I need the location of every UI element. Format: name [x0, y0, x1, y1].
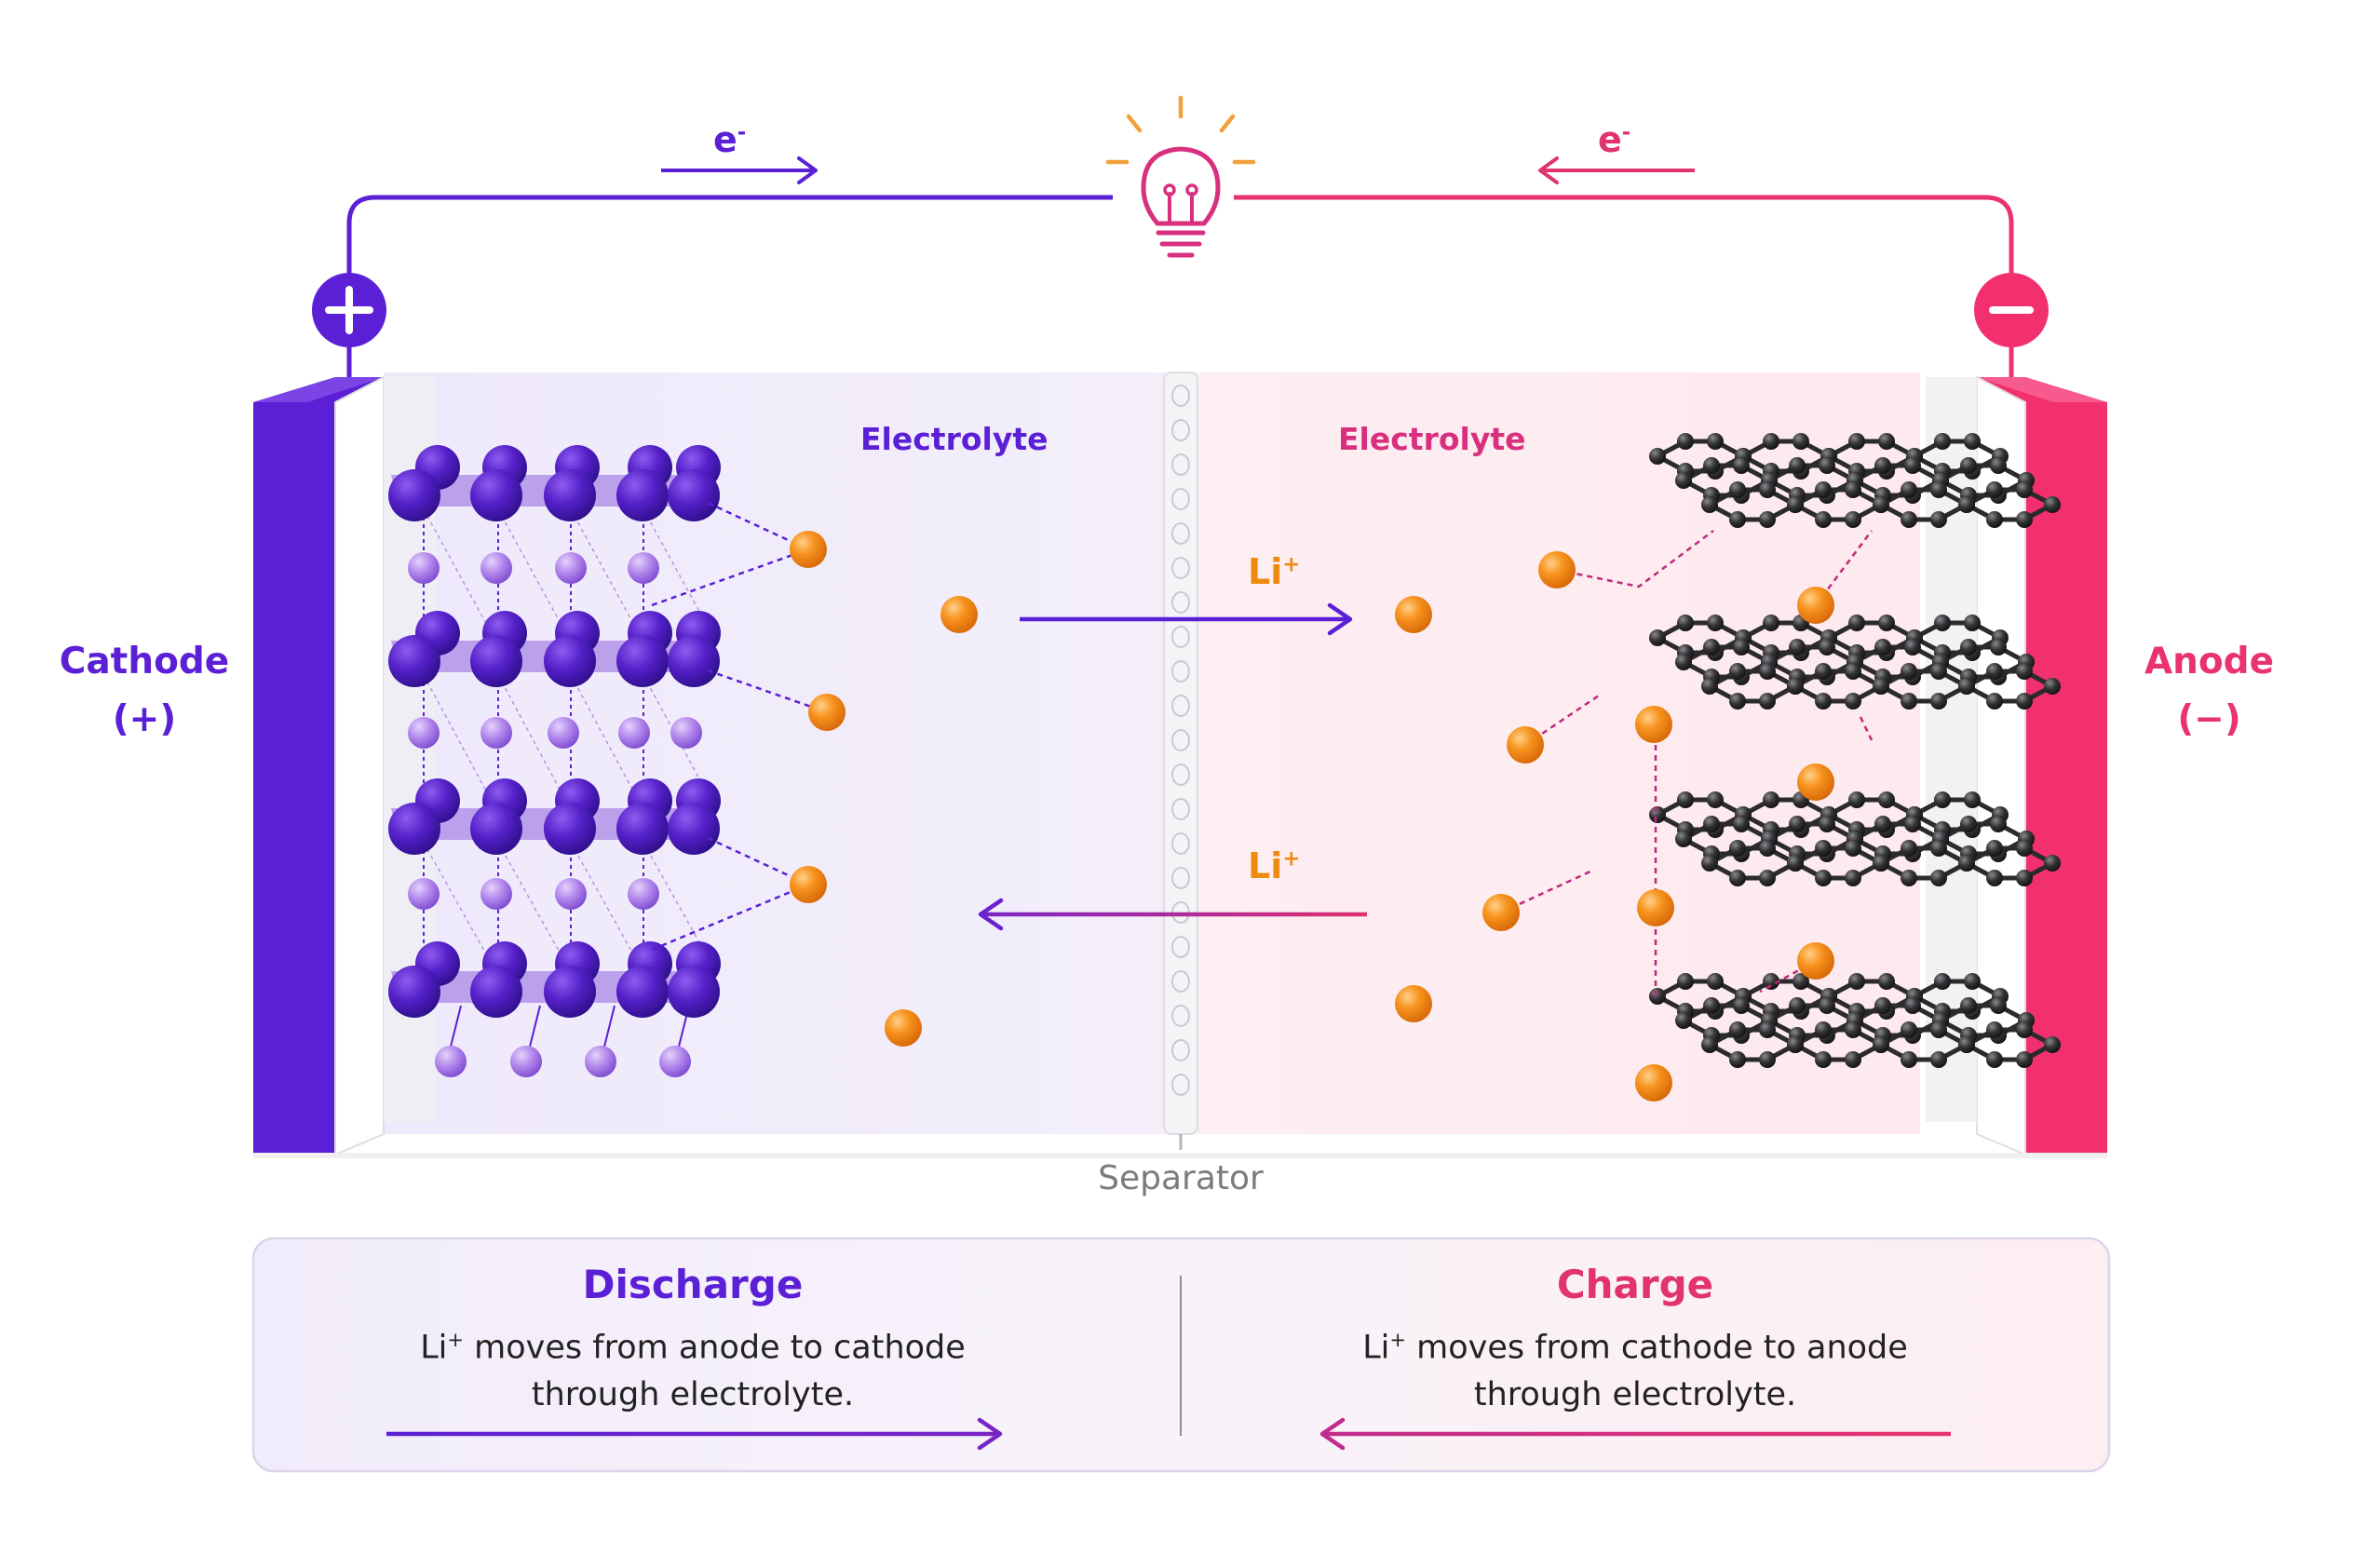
electrolyte-label-right: Electrolyte	[1338, 421, 1526, 457]
charge-title: Charge	[1556, 1262, 1714, 1307]
electron-label-right: e-	[1598, 119, 1631, 160]
ion-label-top: Li+	[1248, 551, 1301, 592]
ion-arrow-to-cathode	[978, 898, 1367, 931]
anode-sign: (−)	[2177, 698, 2241, 740]
charge-description: Li+ moves from cathode to anode through …	[1362, 1329, 1908, 1413]
charge-arrow	[1319, 1417, 1951, 1451]
anode-graphite	[1500, 433, 2061, 1068]
separator-label: Separator	[1098, 1159, 1264, 1197]
electron-label-left: e-	[713, 119, 747, 160]
ion-label-bottom: Li+	[1248, 845, 1301, 886]
ion-arrow-discharge-to-anode	[1020, 602, 1353, 636]
discharge-title: Discharge	[582, 1262, 804, 1307]
cathode-sign: (+)	[112, 698, 177, 740]
electron-arrow-left	[661, 156, 818, 184]
lightbulb-icon	[1105, 95, 1256, 258]
discharge-arrow	[386, 1417, 1003, 1451]
discharge-description: Li+ moves from anode to cathode through …	[420, 1329, 966, 1413]
mode-legend-box	[251, 1237, 2111, 1473]
plus-icon	[312, 273, 386, 347]
lithium-ions	[790, 531, 1834, 1102]
electrolyte-label-left: Electrolyte	[860, 421, 1048, 457]
anode-label: Anode (−)	[2114, 633, 2305, 749]
minus-icon	[1974, 273, 2049, 347]
cathode-lattice	[388, 445, 828, 1077]
electron-arrow-right	[1538, 156, 1695, 184]
separator	[1163, 372, 1198, 1150]
cathode-label: Cathode (+)	[47, 633, 242, 749]
